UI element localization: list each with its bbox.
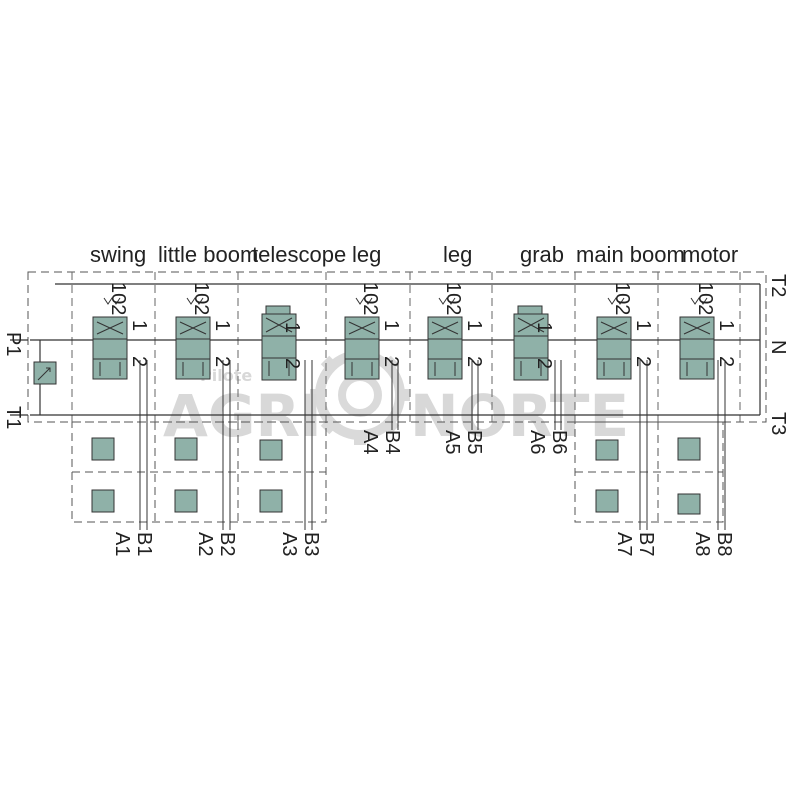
relief-valve-main xyxy=(33,361,57,385)
port-a1: A1 xyxy=(111,532,133,556)
valve-8-num-1: 1 xyxy=(715,320,737,331)
port-t2: T2 xyxy=(767,274,789,297)
valve-1-num-2: 2 xyxy=(128,356,150,367)
valve-2-num-top: 102 xyxy=(190,282,212,315)
valve-1-num-1: 1 xyxy=(128,320,150,331)
valve-2-num-2: 2 xyxy=(211,356,233,367)
port-t1: T1 xyxy=(2,406,24,429)
ports-left: P1 T1 xyxy=(2,332,24,429)
title-little-boom: little boom xyxy=(158,242,258,267)
valve-3 xyxy=(261,305,297,381)
port-a2: A2 xyxy=(194,532,216,556)
valve-6-num-2: 2 xyxy=(533,358,555,369)
port-b8: B8 xyxy=(713,532,735,556)
work-ports-bottom: B1 A1 B2 A2 B3 A3 B7 A7 B8 A8 xyxy=(111,532,735,556)
valve-numbers: 102 1 2 102 1 2 1 2 102 1 2 102 1 2 1 2 … xyxy=(107,282,737,369)
valve-2-num-1: 1 xyxy=(211,320,233,331)
valve-8-num-2: 2 xyxy=(715,356,737,367)
watermark-top-text: Pilote xyxy=(200,366,252,385)
work-ports-mid: B4 A4 B5 A5 B6 A6 xyxy=(359,430,570,454)
valve-7-num-1: 1 xyxy=(632,320,654,331)
valve-1 xyxy=(92,297,128,380)
valve-7-num-2: 2 xyxy=(632,356,654,367)
port-b7: B7 xyxy=(635,532,657,556)
title-leg-1: leg xyxy=(352,242,381,267)
valve-7 xyxy=(596,297,632,380)
valve-6-num-1: 1 xyxy=(533,322,555,333)
port-a7: A7 xyxy=(613,532,635,556)
port-b2: B2 xyxy=(216,532,238,556)
valve-8 xyxy=(679,297,715,380)
port-p1: P1 xyxy=(2,332,24,356)
port-relief-modules xyxy=(91,437,701,515)
valve-3-num-2: 2 xyxy=(281,358,303,369)
housing-outline xyxy=(27,271,767,523)
watermark: Pilote AGRI NORTE xyxy=(163,345,629,450)
valve-3-num-1: 1 xyxy=(281,322,303,333)
valve-4-num-top: 102 xyxy=(359,282,381,315)
valve-4-num-1: 1 xyxy=(380,320,402,331)
valve-5 xyxy=(427,297,463,380)
valve-8-num-top: 102 xyxy=(694,282,716,315)
port-b1: B1 xyxy=(133,532,155,556)
title-swing: swing xyxy=(90,242,146,267)
section-separators xyxy=(71,272,741,422)
port-a6: A6 xyxy=(526,430,548,454)
valve-4-num-2: 2 xyxy=(380,356,402,367)
port-a8: A8 xyxy=(691,532,713,556)
valve-6 xyxy=(513,305,549,381)
valve-7-num-top: 102 xyxy=(611,282,633,315)
port-a5: A5 xyxy=(441,430,463,454)
port-b3: B3 xyxy=(300,532,322,556)
valve-5-num-2: 2 xyxy=(463,356,485,367)
valve-2 xyxy=(175,297,211,380)
valve-5-num-top: 102 xyxy=(442,282,464,315)
section-titles: swing little boom telescope leg leg grab… xyxy=(90,242,738,267)
title-telescope: telescope xyxy=(252,242,346,267)
title-motor: motor xyxy=(682,242,738,267)
title-main-boom: main boom xyxy=(576,242,685,267)
watermark-right-text: NORTE xyxy=(410,382,629,450)
title-leg-2: leg xyxy=(443,242,472,267)
port-b6: B6 xyxy=(548,430,570,454)
valve-5-num-1: 1 xyxy=(463,320,485,331)
valve-1-num-top: 102 xyxy=(107,282,129,315)
title-grab: grab xyxy=(520,242,564,267)
port-t3: T3 xyxy=(767,412,789,435)
port-a4: A4 xyxy=(359,430,381,454)
valve-4 xyxy=(344,297,380,380)
port-a3: A3 xyxy=(278,532,300,556)
port-n: N xyxy=(767,340,789,354)
work-lines xyxy=(139,360,726,530)
ports-right: T2 N T3 xyxy=(767,274,789,435)
port-b5: B5 xyxy=(463,430,485,454)
port-b4: B4 xyxy=(381,430,403,454)
